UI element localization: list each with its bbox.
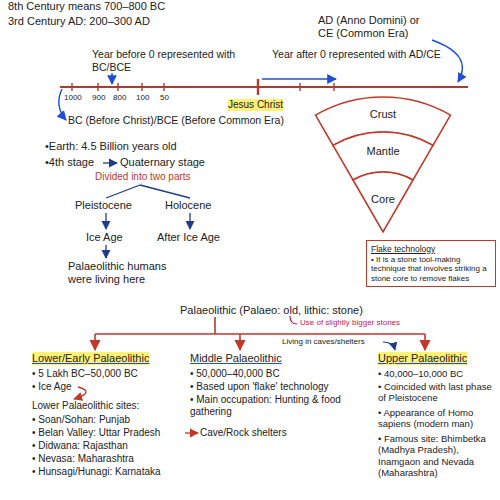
- stage-label: Quaternary stage: [120, 156, 205, 169]
- note-text: 8th Century means 700–800 BC: [8, 0, 165, 13]
- bullet-point: • Famous site: Bhimbetka (Madhya Pradesh…: [378, 433, 496, 479]
- box-heading: Flake technology: [371, 244, 491, 255]
- period-heading: Middle Palaeolithic: [190, 352, 282, 365]
- bullet-point: • 40,000–10,000 BC: [378, 368, 496, 379]
- bullet-point: • Coincided with last phase of Pleistoce…: [378, 381, 496, 404]
- pointer-arrow: [111, 73, 112, 84]
- note-text: Living in caves/shelters: [282, 337, 365, 347]
- note-bracket: [290, 316, 297, 324]
- bullet-point: • 50,000–40,000 BC: [190, 368, 280, 380]
- pointer-arrow: [262, 78, 336, 79]
- bullet-point: • Main occupation: Hunting & food gather…: [190, 394, 350, 418]
- pointer-arrow: [105, 245, 106, 258]
- timeline-tick: [163, 83, 164, 91]
- era-note: AD (Anno Domini) or CE (Common Era): [318, 14, 433, 40]
- era-note: BC (Before Christ)/BCE (Before Common Er…: [68, 114, 284, 127]
- year-tick-label: 900: [92, 93, 105, 103]
- box-body: • It is a stone tool-making technique th…: [371, 255, 491, 284]
- period-heading: Upper Palaeolithic: [378, 352, 467, 365]
- band-outline: [353, 172, 413, 232]
- period-heading: Lower/Early Palaeolithic: [32, 352, 149, 365]
- pointer-arrow: [189, 213, 190, 229]
- timeline-line: [60, 86, 468, 88]
- timeline-tick: [97, 83, 98, 91]
- note-text: Divided into two parts: [95, 171, 191, 183]
- site-item: • Belan Valley: Uttar Pradesh: [32, 427, 160, 439]
- note-text: Use of slightly bigger stones: [300, 318, 400, 328]
- pointer-arrow: [74, 387, 86, 399]
- section-heading: Palaeolithic (Palaeo: old, lithic: stone…: [180, 304, 363, 317]
- highlight-label: Jesus Christ: [228, 99, 283, 111]
- branch-line: [106, 185, 190, 198]
- note-text: Palaeolithic humans were living here: [68, 260, 193, 286]
- era-note: Year after 0 represented with AD/CE: [272, 48, 442, 61]
- year-tick-label: 1000: [64, 93, 82, 103]
- site-item: • Nevasa: Maharashtra: [32, 453, 134, 465]
- timeline-tick: [333, 83, 334, 91]
- layer-name: Mantle: [333, 145, 433, 158]
- pointer-arrow: [185, 432, 198, 433]
- bullet-point: • 5 Lakh BC–50,000 BC: [32, 368, 138, 380]
- site-item: • Didwana: Rajasthan: [32, 440, 128, 452]
- pointer-arrow: [103, 162, 117, 163]
- period-label: Ice Age: [86, 231, 123, 244]
- band-outline: [353, 172, 413, 232]
- bullet-point: • Based upon 'flake' technology: [190, 381, 329, 393]
- note-text: Cave/Rock shelters: [200, 427, 287, 439]
- pointer-arrow: [383, 342, 395, 350]
- bullet-point: •4th stage: [45, 156, 94, 169]
- tree-line: [95, 317, 425, 334]
- tree-arrow: [239, 334, 241, 350]
- layer-name: Crust: [315, 108, 451, 121]
- pointer-arrow: [105, 213, 106, 229]
- layer-name: Core: [353, 193, 413, 206]
- timeline-tick: [141, 83, 142, 91]
- earth-layer-band: Core: [353, 172, 413, 232]
- timeline-tick: [71, 83, 72, 91]
- tree-arrow: [424, 334, 426, 350]
- site-item: • Soan/Sohan: Punjab: [32, 414, 130, 426]
- site-item: • Hunsagi/Hunagi: Karnataka: [32, 466, 161, 478]
- note-text: 3rd Century AD: 200–300 AD: [8, 15, 150, 28]
- bullet-point: •Earth: 4.5 Billion years old: [45, 140, 177, 153]
- year-tick-label: 100: [136, 93, 149, 103]
- pointer-arrow: [432, 40, 462, 82]
- timeline-zero-tick: [257, 79, 259, 95]
- era-note: Year before 0 represented with BC/BCE: [92, 48, 262, 73]
- period-label: After Ice Age: [157, 231, 220, 244]
- year-tick-label: 50: [160, 93, 169, 103]
- bullet-point: • Ice Age: [32, 381, 72, 393]
- bullet-point: • Appearance of Homo sapiens (modern man…: [378, 407, 496, 430]
- timeline-tick: [117, 83, 118, 91]
- list-heading: Lower Palaeolithic sites:: [32, 400, 139, 412]
- timeline-tick: [299, 83, 300, 91]
- info-box: Flake technology• It is a stone tool-mak…: [366, 240, 496, 287]
- period-label: Pleistocene: [75, 199, 132, 212]
- year-tick-label: 800: [113, 93, 126, 103]
- tree-arrow: [94, 334, 96, 350]
- period-label: Holocene: [165, 199, 211, 212]
